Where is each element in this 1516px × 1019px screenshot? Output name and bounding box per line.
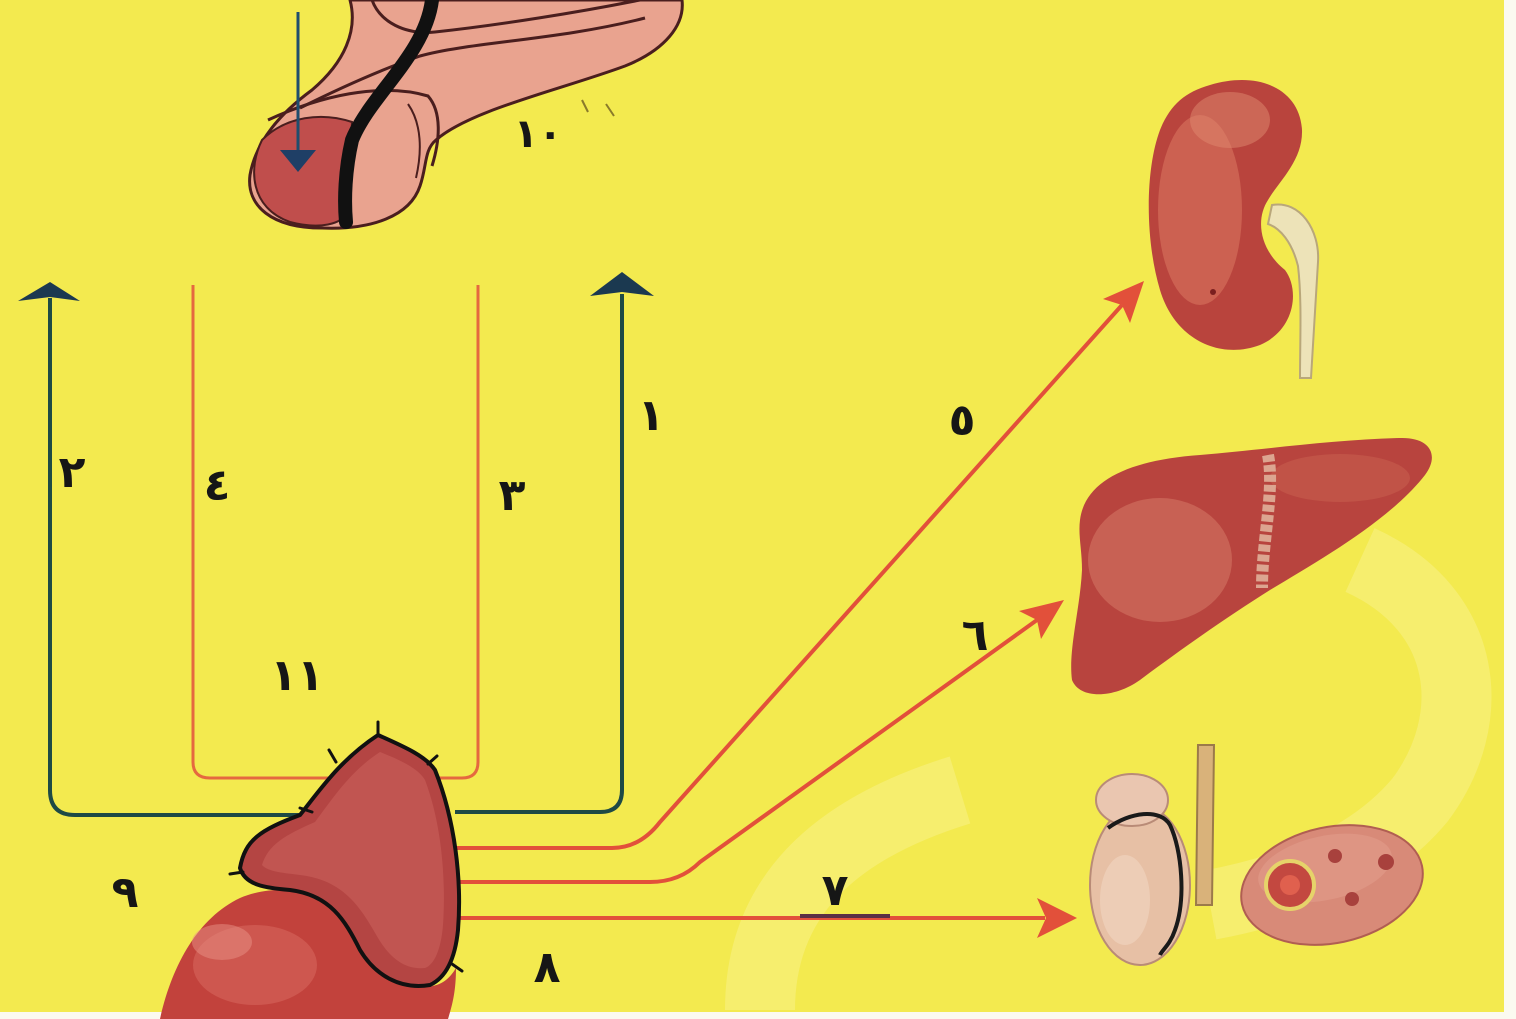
- ovary-follicle-small: [1378, 854, 1394, 870]
- label-8: ٨: [534, 942, 561, 993]
- label-1: ١: [638, 390, 665, 441]
- scan-border-right: [1504, 0, 1516, 1019]
- label-6: ٦: [962, 610, 989, 661]
- posterior-bulb: [254, 117, 352, 226]
- liver-highlight: [1270, 454, 1410, 502]
- label-5: ٥: [949, 395, 976, 446]
- epididymis: [1096, 774, 1168, 826]
- label-9: ٩: [112, 867, 139, 918]
- kidney-highlight: [1190, 92, 1270, 148]
- label-10: ١٠: [514, 111, 563, 157]
- label-3: ٣: [499, 470, 526, 521]
- label-11: ١١: [270, 650, 324, 701]
- spermatic-cord: [1196, 745, 1214, 905]
- gland-base-highlight: [192, 924, 252, 960]
- kidney-spot: [1210, 289, 1216, 295]
- label-2: ٢: [59, 447, 86, 498]
- ovary-follicle-small: [1328, 849, 1342, 863]
- ovary-follicle-core: [1280, 875, 1300, 895]
- testis-highlight: [1100, 855, 1150, 945]
- label-4: ٤: [204, 460, 231, 511]
- liver-highlight: [1088, 498, 1232, 622]
- label-7: ٧: [822, 865, 849, 916]
- ovary-follicle-small: [1345, 892, 1359, 906]
- spike: [230, 872, 243, 874]
